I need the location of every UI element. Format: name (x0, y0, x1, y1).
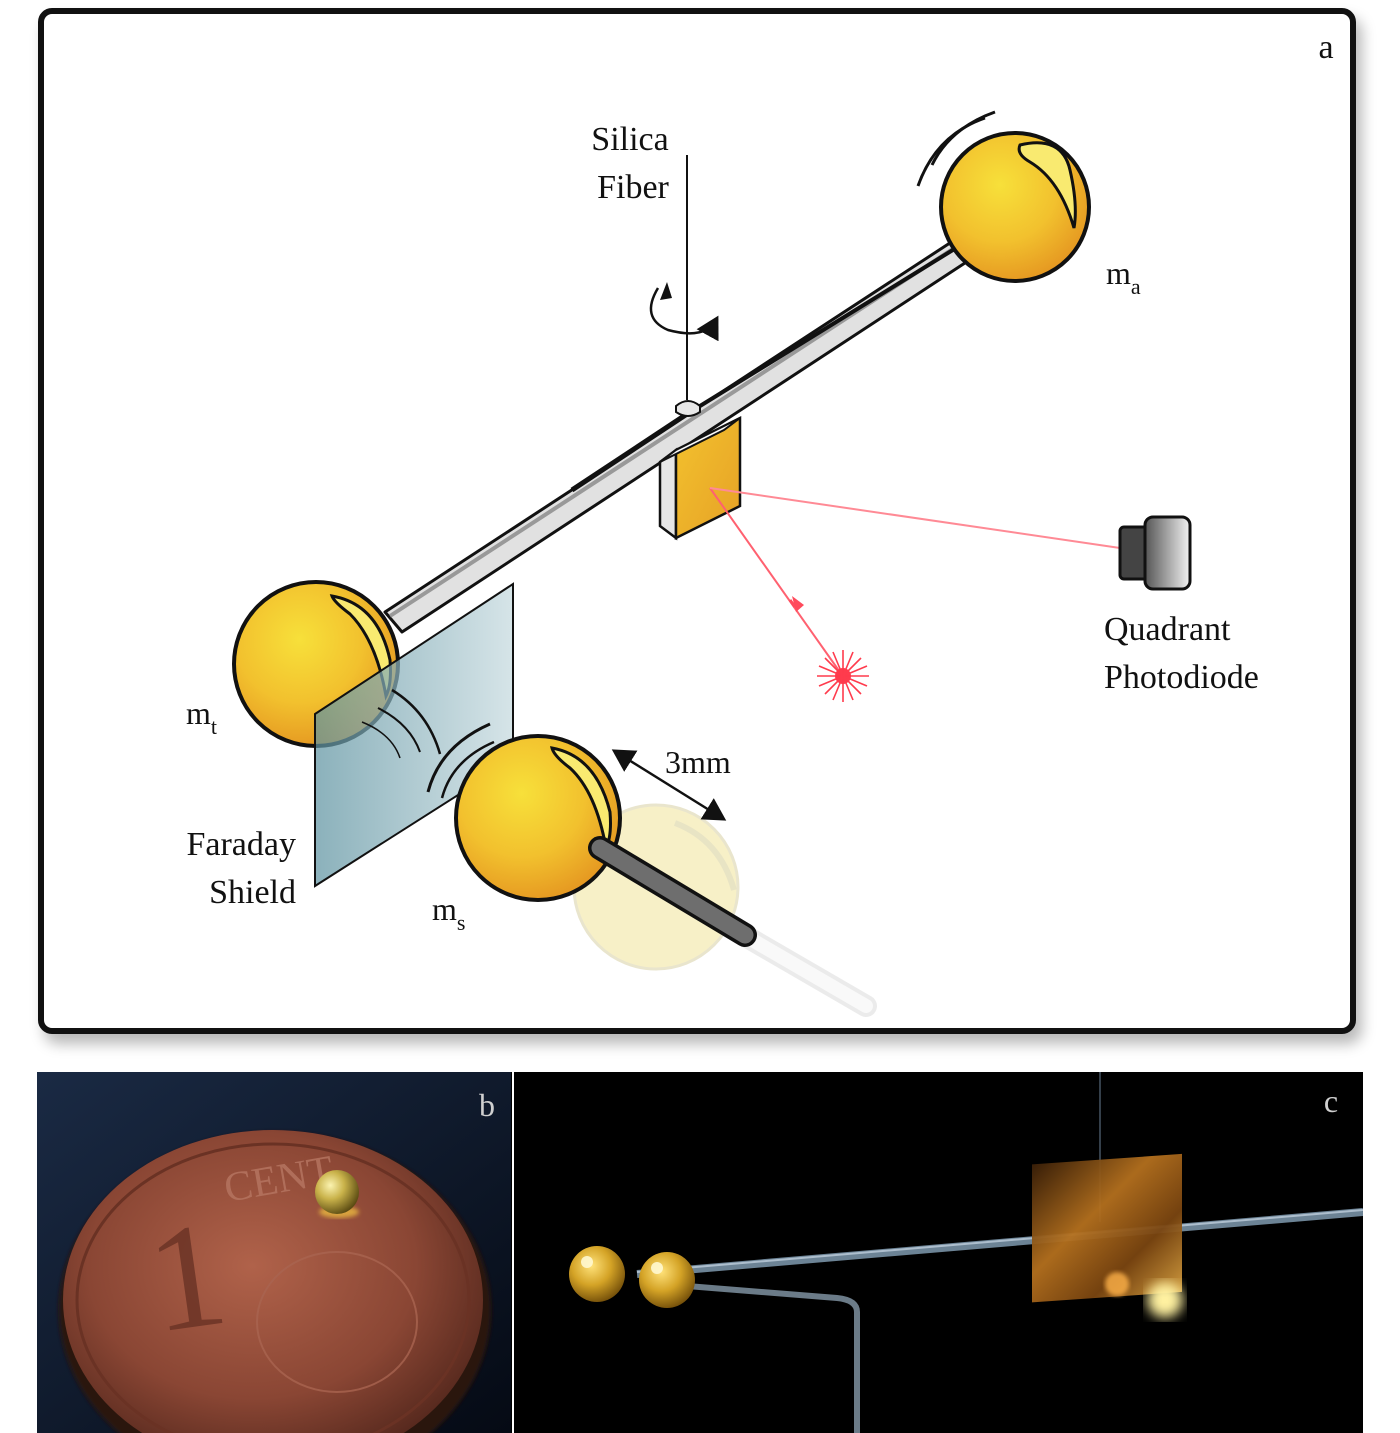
laser-source-icon (817, 650, 869, 702)
shield-label-line2: Shield (209, 874, 296, 911)
detector-label-line2: Photodiode (1104, 659, 1259, 696)
panel-c-photo: c (515, 1072, 1363, 1433)
mass-s-sphere (454, 734, 757, 947)
panel-a-letter: a (1318, 29, 1333, 66)
quadrant-photodiode-icon (1118, 515, 1192, 591)
distance-label: 3mm (665, 744, 731, 780)
shield-label-line1: Faraday (186, 826, 296, 863)
mass-s-label: ms (432, 891, 465, 935)
mass-a-label: ma (1106, 255, 1141, 299)
distance-arrow (611, 749, 727, 821)
fiber-label-line1: Silica (591, 121, 668, 158)
schematic-svg: Silica Fiber ma mt ms 3mm Faraday Shield… (186, 29, 1334, 1017)
fiber-label-line2: Fiber (597, 169, 669, 206)
panel-b-letter: b (479, 1087, 495, 1123)
panel-a-schematic: Silica Fiber ma mt ms 3mm Faraday Shield… (38, 8, 1356, 1034)
photo-strip: 1 CENT b c (37, 1072, 1363, 1433)
photos-svg: 1 CENT b c (37, 1072, 1363, 1433)
panel-b-photo: 1 CENT b (37, 1072, 511, 1433)
detector-label-line1: Quadrant (1104, 611, 1231, 648)
mass-t-label: mt (186, 695, 217, 739)
laser-beam (709, 487, 1121, 676)
silica-fiber (649, 155, 719, 417)
panel-c-letter: c (1324, 1083, 1338, 1119)
mass-a-sphere (916, 110, 1091, 283)
torsion-rod (383, 220, 1002, 634)
